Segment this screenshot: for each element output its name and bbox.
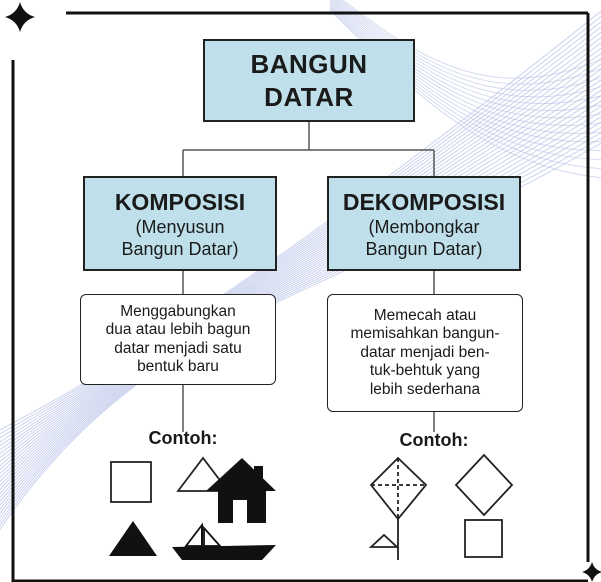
komposisi-subtitle-1: (Menyusun (135, 216, 225, 237)
wave-line (0, 68, 601, 475)
komposisi-example-label: Contoh: (148, 428, 218, 448)
dekomposisi-example-label: Contoh: (399, 430, 469, 450)
komposisi-box: KOMPOSISI (Menyusun Bangun Datar) (83, 176, 277, 271)
komposisi-desc-line: bentuk baru (137, 358, 219, 375)
wave-line (0, 52, 601, 463)
wave-line (0, 10, 601, 431)
komposisi-desc-line: datar menjadi satu (114, 339, 242, 357)
boat-icon (172, 522, 276, 560)
wave-line (0, 47, 601, 459)
kite-icon (369, 456, 428, 560)
dekomposisi-desc-line: lebih sederhana (369, 380, 481, 398)
small-triangle-icon (368, 533, 400, 548)
diamond-icon (454, 453, 514, 517)
komposisi-title: KOMPOSISI (114, 188, 246, 215)
sparkle-icon (582, 562, 601, 582)
wave-line (0, 58, 601, 467)
dekomposisi-description: Memecah atau memisahkan bangun- datar me… (327, 294, 523, 412)
sparkle-icon (5, 2, 35, 32)
komposisi-description: Menggabungkan dua atau lebih bagun datar… (80, 294, 276, 385)
square-icon (110, 461, 152, 503)
dekomposisi-desc-line: tuk-behtuk yang (369, 362, 481, 380)
dekomposisi-subtitle-1: (Membongkar (368, 216, 480, 237)
komposisi-desc-line: Menggabungkan (120, 302, 236, 320)
dekomposisi-subtitle-2: Bangun Datar) (365, 238, 483, 259)
komposisi-desc-line: dua atau lebih bagun (105, 321, 251, 338)
dekomposisi-box: DEKOMPOSISI (Membongkar Bangun Datar) (327, 176, 521, 271)
wave-line (0, 31, 601, 447)
wave-line (0, 21, 601, 439)
wave-line (0, 15, 601, 435)
title-box: BANGUN DATAR (203, 39, 415, 122)
filled-triangle-icon (109, 521, 157, 556)
triangle-icon (176, 456, 230, 492)
title-line-2: DATAR (264, 81, 354, 112)
square-icon (464, 519, 503, 558)
house-icon (206, 458, 276, 523)
dekomposisi-desc-line: Memecah atau (373, 306, 477, 324)
wave-line (0, 37, 601, 451)
komposisi-subtitle-2: Bangun Datar) (121, 238, 239, 259)
wave-line (0, 26, 601, 443)
dekomposisi-desc-line: datar menjadi ben- (360, 343, 490, 361)
title-line-1: BANGUN (250, 48, 368, 79)
dekomposisi-desc-line: memisahkan bangun- (350, 325, 500, 343)
wave-line (0, 73, 601, 479)
dekomposisi-title: DEKOMPOSISI (342, 188, 506, 215)
